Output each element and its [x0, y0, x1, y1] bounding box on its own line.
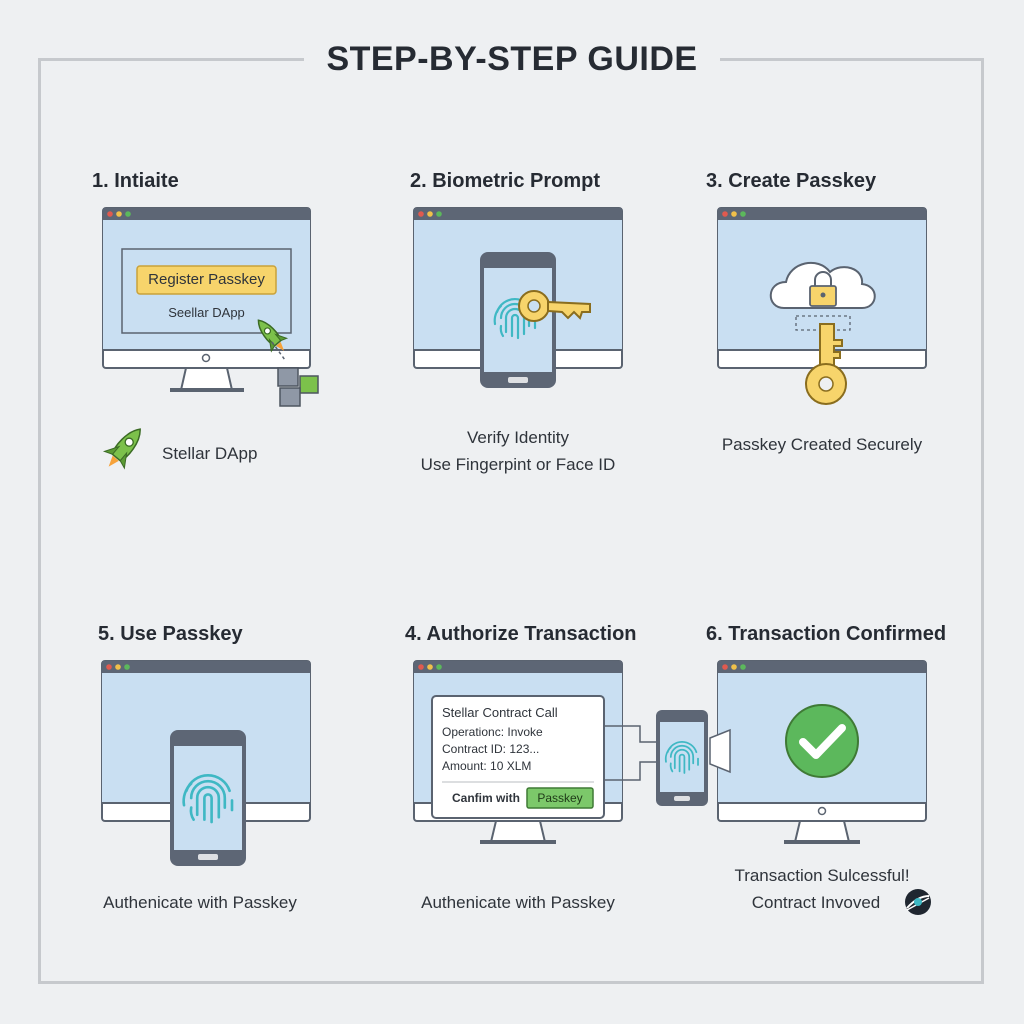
cubes-icon	[277, 367, 319, 407]
confirm-passkey-label: Passkey	[537, 791, 583, 805]
step-5-caption: Authenicate with Passkey	[103, 893, 297, 912]
dialog-contract-id: Contract ID: 123...	[442, 742, 540, 756]
register-passkey-label: Register Passkey	[148, 271, 265, 288]
step-6-caption-line-1: Transaction Sulcessful!	[734, 866, 910, 885]
rocket-icon	[257, 319, 289, 353]
contract-dialog	[431, 695, 605, 819]
dialog-title: Stellar Contract Call	[442, 705, 558, 720]
stellar-icon	[905, 889, 931, 915]
page-title: STEP-BY-STEP GUIDE	[0, 40, 1024, 79]
screen-app-label: Seellar DApp	[168, 305, 245, 320]
key-icon	[805, 323, 847, 405]
step-1-caption: Stellar DApp	[162, 444, 258, 463]
step-1-monitor	[102, 207, 311, 392]
step-3-heading: 3. Create Passkey	[706, 170, 877, 192]
step-3-caption: Passkey Created Securely	[721, 435, 923, 454]
step-2-caption-line-1: Verify Identity	[466, 428, 570, 447]
step-6-caption-line-2: Contract Invoved	[751, 893, 881, 912]
step-2-caption-line-2: Use Fingerpint or Face ID	[420, 455, 616, 474]
step-5-heading: 5. Use Passkey	[98, 623, 243, 645]
step-2-heading: 2. Biometric Prompt	[410, 170, 601, 192]
step-6-heading: 6. Transaction Confirmed	[706, 623, 947, 645]
step-6-monitor	[717, 660, 927, 844]
checkmark-icon	[785, 704, 859, 778]
phone	[656, 710, 708, 806]
confirm-passkey-button[interactable]	[526, 787, 594, 809]
step-1-heading: 1. Intiaite	[92, 170, 179, 192]
step-4-heading: 4. Authorize Transaction	[405, 623, 637, 645]
lock-icon	[809, 271, 837, 307]
phone	[170, 730, 246, 866]
step-5-monitor	[101, 660, 311, 822]
register-passkey-button[interactable]	[136, 265, 277, 295]
dialog-operation: Operationc: Invoke	[442, 725, 543, 739]
dialog-amount: Amount: 10 XLM	[442, 759, 532, 773]
step-4-caption: Authenicate with Passkey	[421, 893, 615, 912]
rocket-icon	[102, 428, 141, 470]
confirm-text: Canfim with	[452, 791, 520, 805]
key-icon	[518, 290, 591, 322]
